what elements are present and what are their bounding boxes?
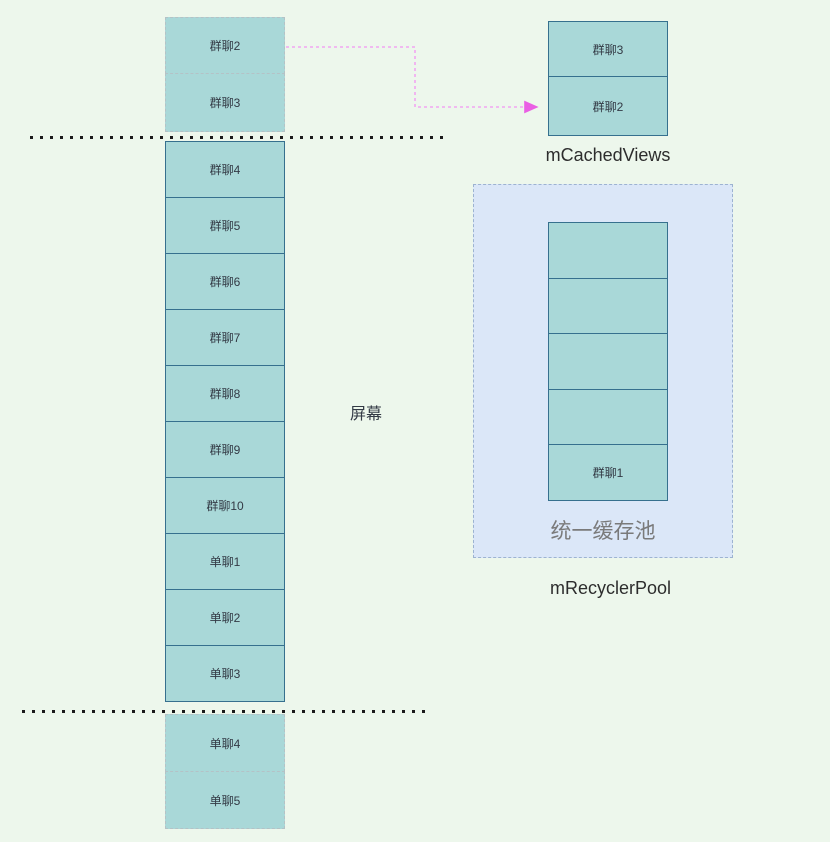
list-item: 群聊9 (165, 421, 285, 478)
pool-slot: 群聊1 (548, 444, 668, 501)
list-item-label: 群聊10 (206, 499, 244, 513)
list-item-label: 群聊4 (209, 163, 241, 177)
list-item: 单聊3 (165, 645, 285, 702)
pool-slot (548, 333, 668, 390)
screen-above-stack: 群聊2 群聊3 (165, 17, 285, 132)
recycler-pool-area: 群聊1 统一缓存池 (473, 184, 733, 558)
list-item-label: 单聊3 (209, 667, 241, 681)
list-item-label: 群聊7 (209, 331, 241, 345)
list-item-label: 单聊1 (209, 555, 241, 569)
list-item-label: 单聊5 (209, 793, 241, 808)
recycler-pool-stack: 群聊1 (548, 222, 668, 501)
screen-below-stack: 单聊4 单聊5 (165, 714, 285, 829)
list-item-label: 群聊9 (209, 443, 241, 457)
pool-slot (548, 222, 668, 279)
pool-inner-label: 统一缓存池 (550, 520, 656, 543)
screen-visible-stack: 群聊4 群聊5 群聊6 群聊7 群聊8 群聊9 群聊10 单聊1 单聊2 单聊3 (165, 141, 285, 702)
list-item-label: 群聊2 (209, 39, 241, 53)
list-item-label: 群聊3 (209, 96, 241, 110)
list-item-label: 群聊2 (592, 99, 624, 114)
pool-slot (548, 388, 668, 446)
list-item: 群聊5 (165, 197, 285, 254)
list-item-label: 群聊5 (209, 219, 241, 233)
cached-views-stack: 群聊3 群聊2 (548, 21, 668, 136)
list-item: 单聊1 (165, 533, 285, 590)
list-item-label: 单聊4 (209, 736, 241, 751)
list-item-label: 群聊8 (209, 387, 241, 401)
list-item-label: 群聊3 (592, 42, 624, 57)
list-item-label: 群聊6 (209, 275, 241, 289)
list-item: 群聊4 (165, 141, 285, 198)
recycler-pool-label: mRecyclerPool (549, 578, 672, 598)
list-item: 群聊3 (165, 73, 285, 132)
list-item: 群聊2 (165, 17, 285, 74)
list-item: 单聊4 (165, 714, 285, 772)
screen-label: 屏幕 (350, 406, 383, 423)
screen-top-boundary-line (30, 136, 450, 139)
list-item: 单聊5 (165, 771, 285, 829)
list-item: 群聊8 (165, 365, 285, 422)
list-item: 单聊2 (165, 589, 285, 646)
screen-bottom-boundary-line (22, 710, 428, 713)
cached-views-label: mCachedViews (545, 145, 671, 165)
pool-slot (548, 277, 668, 335)
list-item: 群聊7 (165, 309, 285, 366)
list-item-label: 单聊2 (209, 611, 241, 625)
list-item: 群聊10 (165, 477, 285, 534)
pool-slot-label: 群聊1 (592, 466, 624, 481)
list-item: 群聊2 (548, 76, 668, 136)
list-item: 群聊6 (165, 253, 285, 310)
list-item: 群聊3 (548, 21, 668, 77)
